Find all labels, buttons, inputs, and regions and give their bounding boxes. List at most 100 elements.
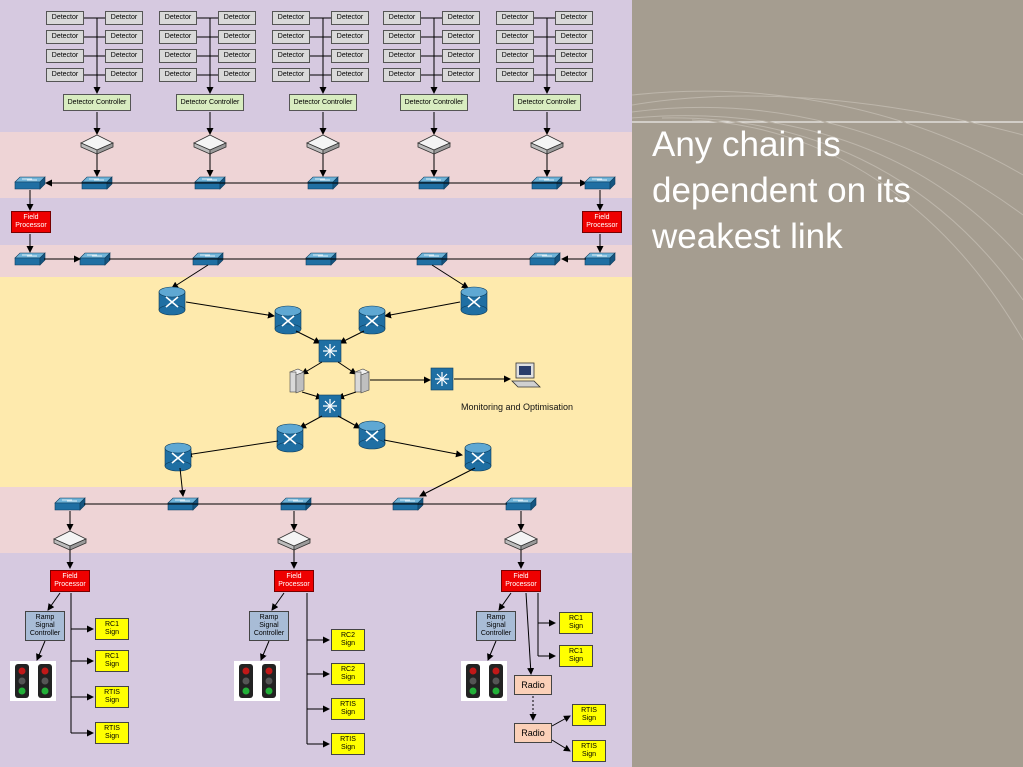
detector-box: Detector <box>496 30 534 44</box>
connector-line <box>260 640 270 661</box>
detector-box: Detector <box>159 30 197 44</box>
slide-side-panel <box>632 0 1023 767</box>
router-icon <box>164 442 192 472</box>
ramp-signal-controller-box: Ramp Signal Controller <box>249 611 289 641</box>
network-switch-icon <box>194 176 226 190</box>
connector-line <box>383 439 463 458</box>
connector-line <box>299 415 323 429</box>
ramp-signal-controller-box: Ramp Signal Controller <box>476 611 516 641</box>
vms-sign-box: RTIS Sign <box>331 733 365 755</box>
modem-icon <box>504 530 538 551</box>
network-switch-icon <box>584 252 616 266</box>
detector-box: Detector <box>218 11 256 25</box>
network-switch-icon <box>392 497 424 511</box>
detector-box: Detector <box>105 11 143 25</box>
detector-controller-box: Detector Controller <box>400 94 468 111</box>
detector-box: Detector <box>331 68 369 82</box>
vms-sign-box: RC1 Sign <box>559 645 593 667</box>
connector-line <box>419 467 476 497</box>
router-icon <box>274 305 302 335</box>
network-switch-icon <box>505 497 537 511</box>
connector-line <box>337 361 357 375</box>
detector-box: Detector <box>383 30 421 44</box>
vms-sign-box: RTIS Sign <box>95 722 129 744</box>
field-processor-box: Field Processor <box>274 570 314 592</box>
network-switch-icon <box>167 497 199 511</box>
network-switch-icon <box>14 252 46 266</box>
detector-box: Detector <box>555 11 593 25</box>
detector-box: Detector <box>442 68 480 82</box>
vms-sign-box: RC2 Sign <box>331 663 365 685</box>
detector-box: Detector <box>442 49 480 63</box>
detector-box: Detector <box>218 68 256 82</box>
detector-box: Detector <box>159 68 197 82</box>
detector-box: Detector <box>159 11 197 25</box>
connector-line <box>339 330 365 344</box>
radio-box: Radio <box>514 675 552 695</box>
detector-box: Detector <box>159 49 197 63</box>
detector-box: Detector <box>272 68 310 82</box>
connector-line <box>36 640 46 661</box>
vms-sign-box: RC1 Sign <box>95 650 129 672</box>
connector-line <box>171 264 209 289</box>
connector-line <box>337 415 361 429</box>
network-switch-icon <box>305 252 337 266</box>
router-icon <box>276 423 304 453</box>
network-switch-icon <box>584 176 616 190</box>
detector-box: Detector <box>383 68 421 82</box>
server-icon <box>289 368 305 394</box>
field-processor-box: Field Processor <box>582 211 622 233</box>
network-switch-icon <box>14 176 46 190</box>
vms-sign-box: RC1 Sign <box>95 618 129 640</box>
vms-sign-box: RTIS Sign <box>572 740 606 762</box>
detector-box: Detector <box>272 30 310 44</box>
detector-box: Detector <box>496 11 534 25</box>
network-switch-icon <box>54 497 86 511</box>
detector-box: Detector <box>442 30 480 44</box>
traffic-lights-icon <box>10 661 56 701</box>
detector-controller-box: Detector Controller <box>513 94 581 111</box>
layer3-switch-icon <box>430 367 454 391</box>
slide-title: Any chain is dependent on its weakest li… <box>652 125 911 256</box>
router-icon <box>358 305 386 335</box>
workstation-icon <box>511 362 541 388</box>
connector-line <box>185 301 275 319</box>
detector-box: Detector <box>331 30 369 44</box>
connector-line <box>295 330 321 344</box>
ramp-signal-controller-box: Ramp Signal Controller <box>25 611 65 641</box>
detector-controller-box: Detector Controller <box>63 94 131 111</box>
modem-icon <box>193 134 227 155</box>
router-icon <box>460 286 488 316</box>
traffic-lights-icon <box>461 661 507 701</box>
detector-box: Detector <box>555 68 593 82</box>
connector-line <box>551 715 571 727</box>
detector-box: Detector <box>218 49 256 63</box>
network-switch-icon <box>418 176 450 190</box>
router-icon <box>358 420 386 450</box>
monitoring-label: Monitoring and Optimisation <box>461 402 574 412</box>
detector-box: Detector <box>272 11 310 25</box>
connector-line <box>487 640 497 661</box>
modem-icon <box>306 134 340 155</box>
decorative-swooshes <box>632 90 1023 341</box>
detector-box: Detector <box>272 49 310 63</box>
detector-box: Detector <box>496 49 534 63</box>
detector-box: Detector <box>383 11 421 25</box>
modem-icon <box>417 134 451 155</box>
vms-sign-box: RC1 Sign <box>559 612 593 634</box>
connector-line <box>185 440 279 458</box>
detector-controller-box: Detector Controller <box>176 94 244 111</box>
detector-box: Detector <box>331 11 369 25</box>
vms-sign-box: RTIS Sign <box>572 704 606 726</box>
network-switch-icon <box>416 252 448 266</box>
connector-line <box>301 361 323 375</box>
detector-box: Detector <box>496 68 534 82</box>
layer3-switch-icon <box>318 339 342 363</box>
field-processor-box: Field Processor <box>501 570 541 592</box>
radio-box: Radio <box>514 723 552 743</box>
detector-box: Detector <box>555 30 593 44</box>
network-switch-icon <box>531 176 563 190</box>
connector-line <box>551 739 571 752</box>
